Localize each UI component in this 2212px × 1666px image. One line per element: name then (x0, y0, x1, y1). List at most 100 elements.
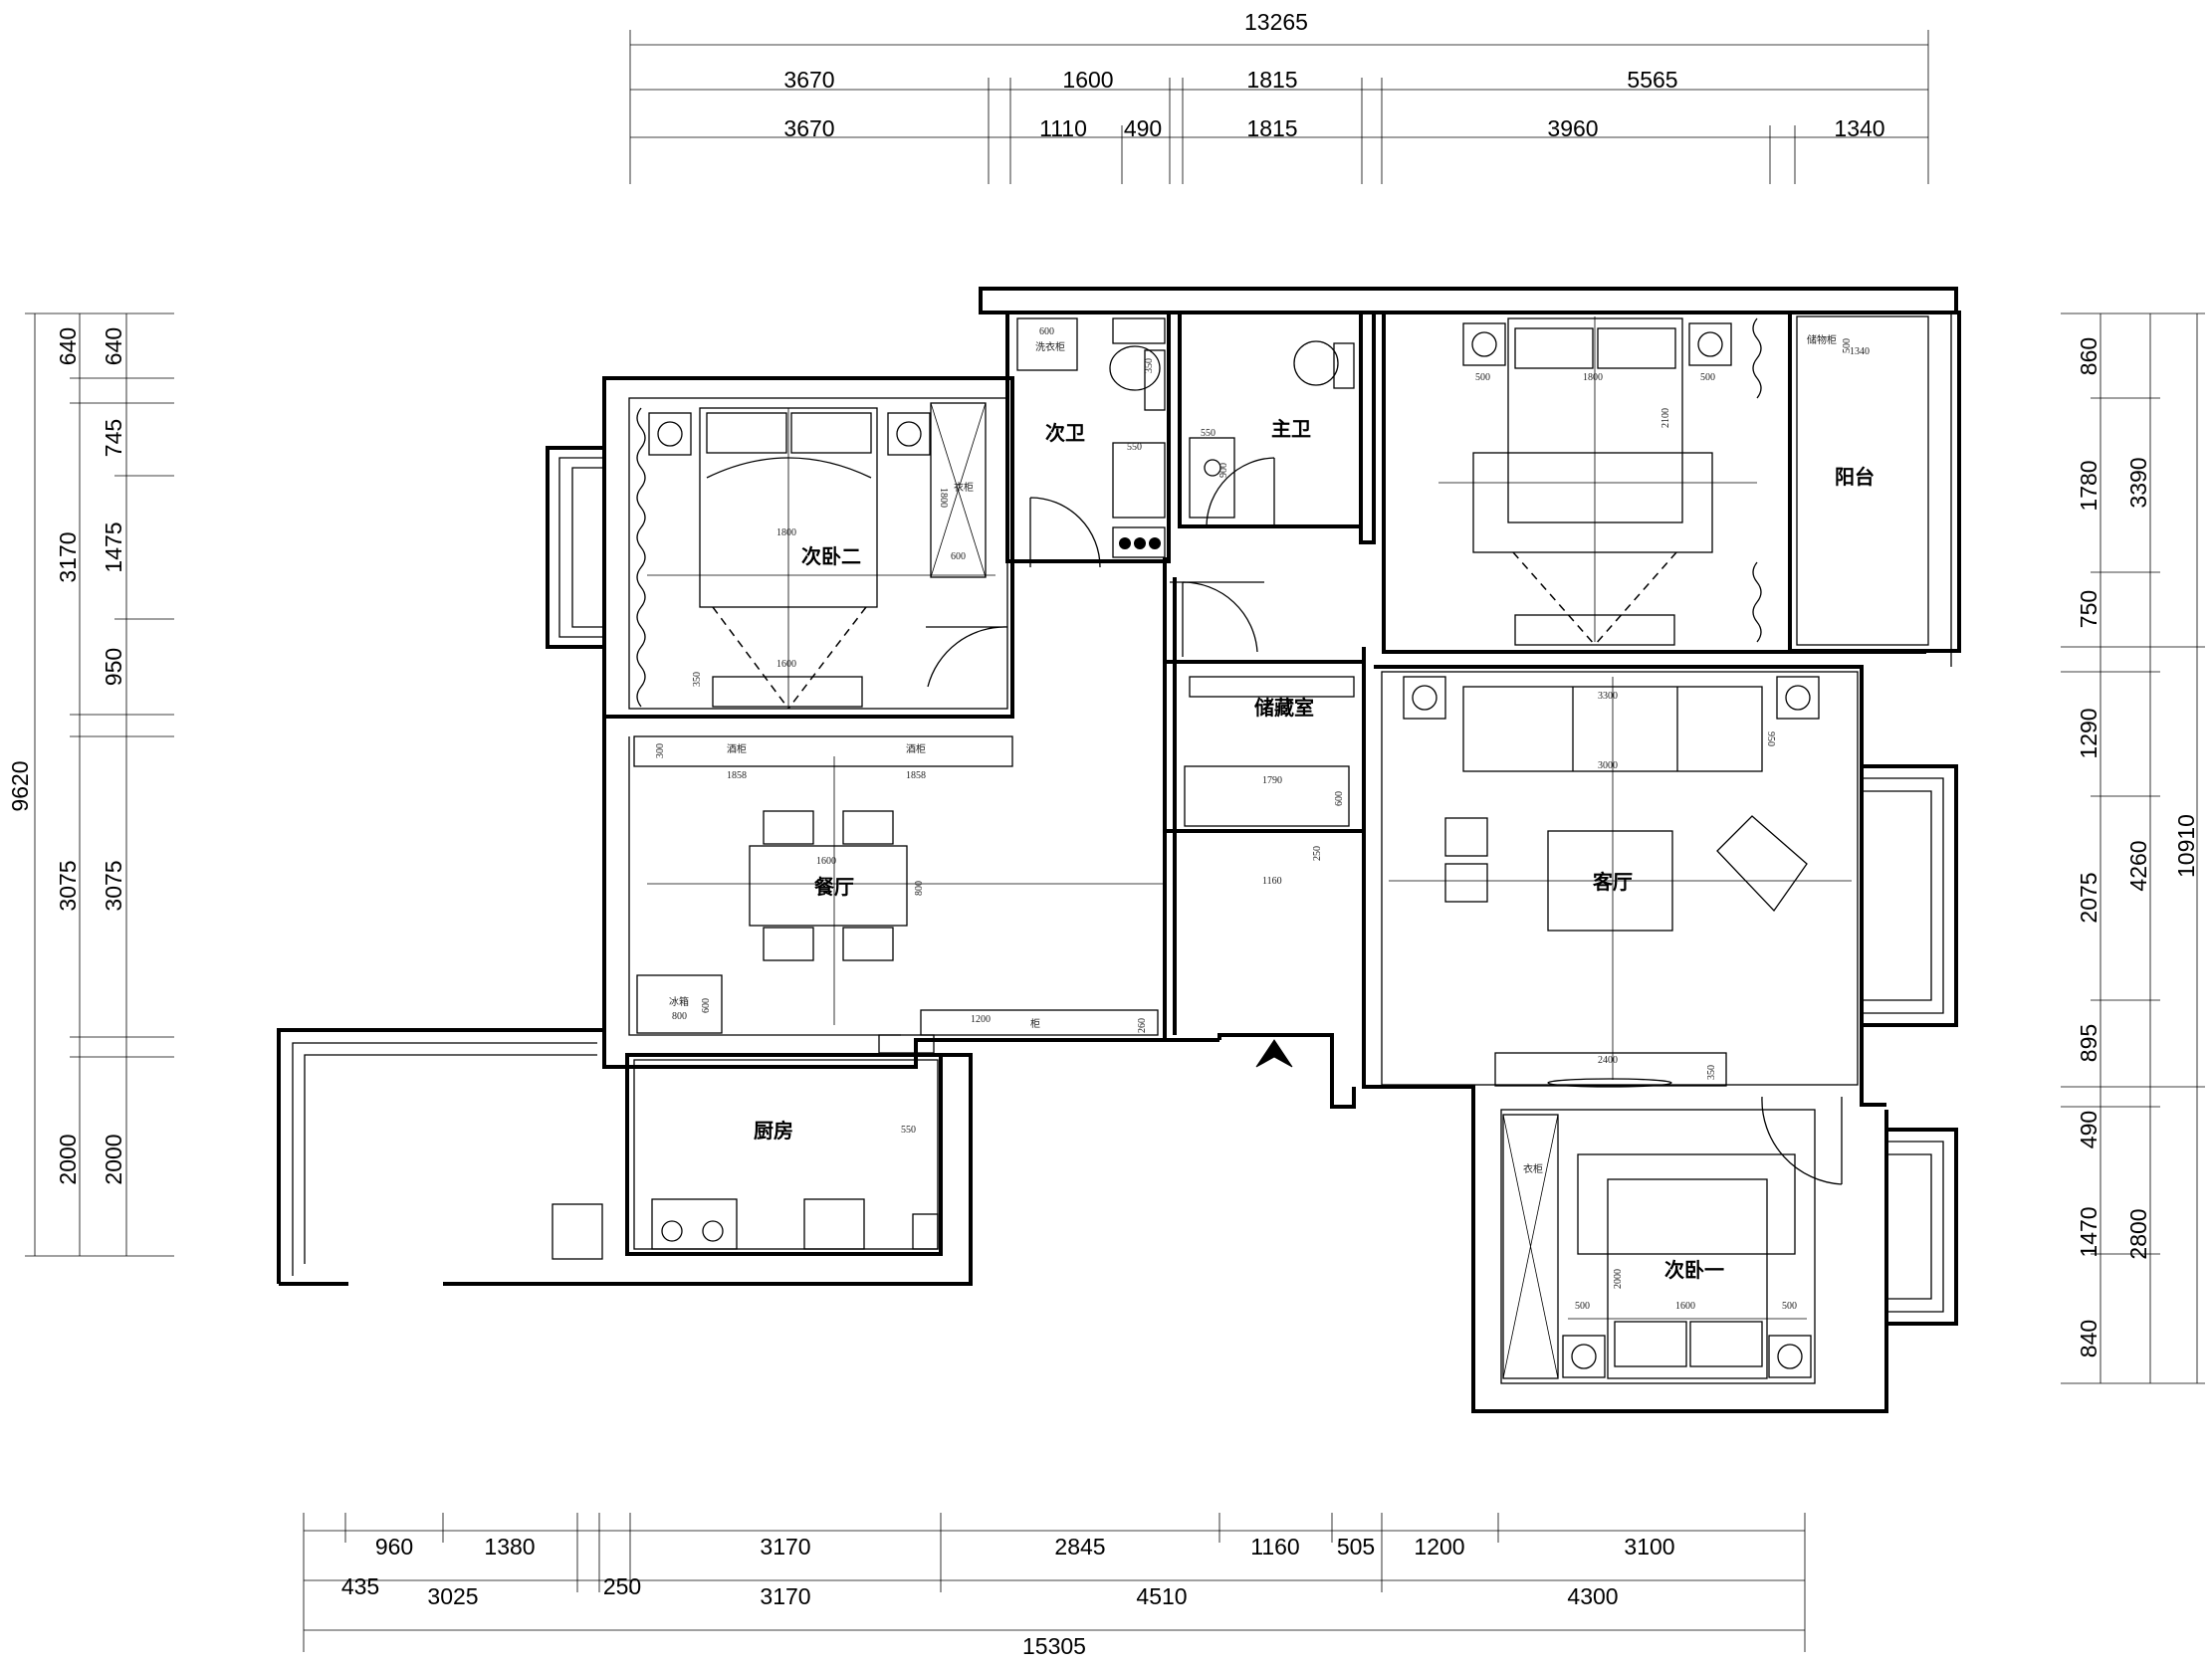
dim-bottom-total: 15305 (1022, 1633, 1086, 1659)
num-table-800: 800 (914, 881, 925, 896)
furniture (633, 316, 1852, 1379)
dim-right-r2-1: 860 (2076, 337, 2101, 375)
dim-left-r2-6: 2000 (101, 1134, 126, 1184)
num-table-1600: 1600 (816, 856, 836, 867)
dim-left-r2-1: 640 (101, 327, 126, 365)
num-b1-1600: 1600 (1675, 1301, 1695, 1312)
num-mbed-500b: 500 (1700, 372, 1715, 383)
num-tv-2400: 2400 (1598, 1055, 1618, 1066)
room-living: 客厅 (1592, 870, 1633, 894)
dim-bottom-r2-6: 4300 (1567, 1583, 1618, 1609)
walls (277, 287, 1961, 1413)
num-balcony-500: 500 (1842, 338, 1853, 353)
label-laundry: 洗衣柜 (1035, 340, 1065, 353)
dim-left-r2-4: 950 (101, 648, 126, 686)
dim-bottom-r2-3: 250 (603, 1573, 641, 1599)
num-wardrobe-b2-depth: 600 (951, 551, 966, 562)
dim-bottom-r2-4: 3170 (760, 1583, 810, 1609)
room-labels: 次卧二 次卫 主卫 阳台 储藏室 餐厅 客厅 厨房 次卧一 (754, 417, 1875, 1282)
dim-top-r2-2: 1110 (1039, 115, 1087, 141)
num-dining-1858b: 1858 (906, 770, 926, 781)
dim-right-r2-3: 750 (2076, 590, 2101, 628)
num-mbed-2100: 2100 (1660, 408, 1671, 428)
dim-bottom-5: 1160 (1250, 1534, 1299, 1560)
dim-top-r2-4: 1815 (1246, 115, 1297, 141)
dim-right-r2-8: 1470 (2076, 1206, 2101, 1257)
top-dimensions: 13265 3670 1600 1815 5565 3670 1110 490 … (783, 9, 1884, 141)
dim-bottom-1: 960 (375, 1534, 413, 1560)
num-dining-300: 300 (655, 743, 666, 758)
num-bath2-600: 600 (1039, 326, 1054, 337)
num-mbath-550: 550 (1201, 428, 1216, 439)
num-sofa-3000: 3000 (1598, 760, 1618, 771)
dim-top-r2-3: 490 (1124, 115, 1162, 141)
doors (926, 457, 1843, 1185)
dim-bottom-r2-1: 435 (341, 1573, 379, 1599)
num-sideboard-1200: 1200 (971, 1014, 991, 1025)
label-wardrobe-b2: 衣柜 (954, 481, 974, 494)
num-sideboard-260: 260 (1137, 1018, 1148, 1033)
label-fridge: 冰箱 (669, 995, 689, 1008)
dim-bottom-8: 3100 (1624, 1534, 1674, 1560)
dim-top-r2-1: 3670 (783, 115, 834, 141)
num-tv-b2: 350 (692, 672, 703, 687)
dim-left-r2-2: 745 (101, 419, 126, 457)
num-tv-350: 350 (1706, 1065, 1717, 1080)
num-shoe-1160: 1160 (1262, 876, 1282, 887)
num-b1-2000: 2000 (1613, 1269, 1624, 1289)
dim-top-4: 5565 (1627, 67, 1677, 93)
num-storage-1790: 1790 (1262, 775, 1282, 786)
num-dining-1858a: 1858 (727, 770, 747, 781)
dim-right-1: 3390 (2125, 457, 2151, 508)
dim-left-r2-3: 1475 (101, 521, 126, 572)
num-shoe-250: 250 (1312, 846, 1323, 861)
num-b1-500b: 500 (1782, 1301, 1797, 1312)
dim-right-total: 10910 (2173, 814, 2199, 878)
dim-left-r2-5: 3075 (101, 860, 126, 911)
dim-left-2: 3170 (55, 531, 81, 582)
num-fridge-800: 800 (672, 1011, 687, 1022)
dim-right-r2-2: 1780 (2076, 460, 2101, 511)
num-bath2-350: 350 (1144, 358, 1155, 373)
entry-arrow (1255, 1039, 1293, 1068)
dim-left-4: 2000 (55, 1134, 81, 1184)
num-kitchen-550: 550 (901, 1125, 916, 1136)
num-balcony-1340: 1340 (1850, 346, 1870, 357)
left-dimensions: 9620 640 3170 3075 2000 640 745 1475 950… (7, 327, 126, 1185)
room-bedroom1: 次卧一 (1664, 1258, 1724, 1282)
dim-bottom-r2-2: 3025 (427, 1583, 478, 1609)
num-b1-500a: 500 (1575, 1301, 1590, 1312)
room-kitchen: 厨房 (754, 1119, 793, 1143)
room-dining: 餐厅 (814, 875, 854, 899)
num-mbed-500a: 500 (1475, 372, 1490, 383)
num-storage-600: 600 (1334, 791, 1345, 806)
num-bed-b2-foot: 1600 (776, 659, 796, 670)
room-bedroom2: 次卧二 (801, 544, 861, 568)
dim-left-3: 3075 (55, 860, 81, 911)
num-mbath-900: 900 (1218, 463, 1229, 478)
num-sofa-3300: 3300 (1598, 691, 1618, 702)
label-wardrobe-b1: 衣柜 (1523, 1162, 1543, 1175)
dim-top-2: 1600 (1062, 67, 1113, 93)
label-wine-2: 酒柜 (906, 742, 926, 755)
label-storage-cab: 储物柜 (1807, 333, 1837, 346)
dim-left-1: 640 (55, 327, 81, 365)
dim-right-3: 2800 (2125, 1208, 2151, 1259)
furniture-labels: 衣柜 洗衣柜 储物柜 酒柜 酒柜 冰箱 柜 衣柜 1800 1600 1800 … (655, 326, 1870, 1312)
dim-top-total: 13265 (1244, 9, 1308, 35)
dim-right-r2-4: 1290 (2076, 708, 2101, 758)
room-master-bath: 主卫 (1271, 417, 1311, 441)
dim-right-2: 4260 (2125, 840, 2151, 891)
label-cabinet: 柜 (1030, 1017, 1040, 1030)
dim-right-r2-6: 895 (2076, 1024, 2101, 1062)
dim-bottom-2: 1380 (484, 1534, 535, 1560)
right-dimensions: 10910 3390 4260 2800 860 1780 750 1290 2… (2076, 337, 2199, 1357)
dim-top-1: 3670 (783, 67, 834, 93)
label-wine-1: 酒柜 (727, 742, 747, 755)
dim-bottom-3: 3170 (760, 1534, 810, 1560)
num-wardrobe-b2: 1800 (938, 488, 949, 508)
dim-top-r2-6: 1340 (1834, 115, 1884, 141)
num-mbed-1800: 1800 (1583, 372, 1603, 383)
dim-right-r2-7: 490 (2076, 1111, 2101, 1148)
dim-bottom-7: 1200 (1414, 1534, 1464, 1560)
